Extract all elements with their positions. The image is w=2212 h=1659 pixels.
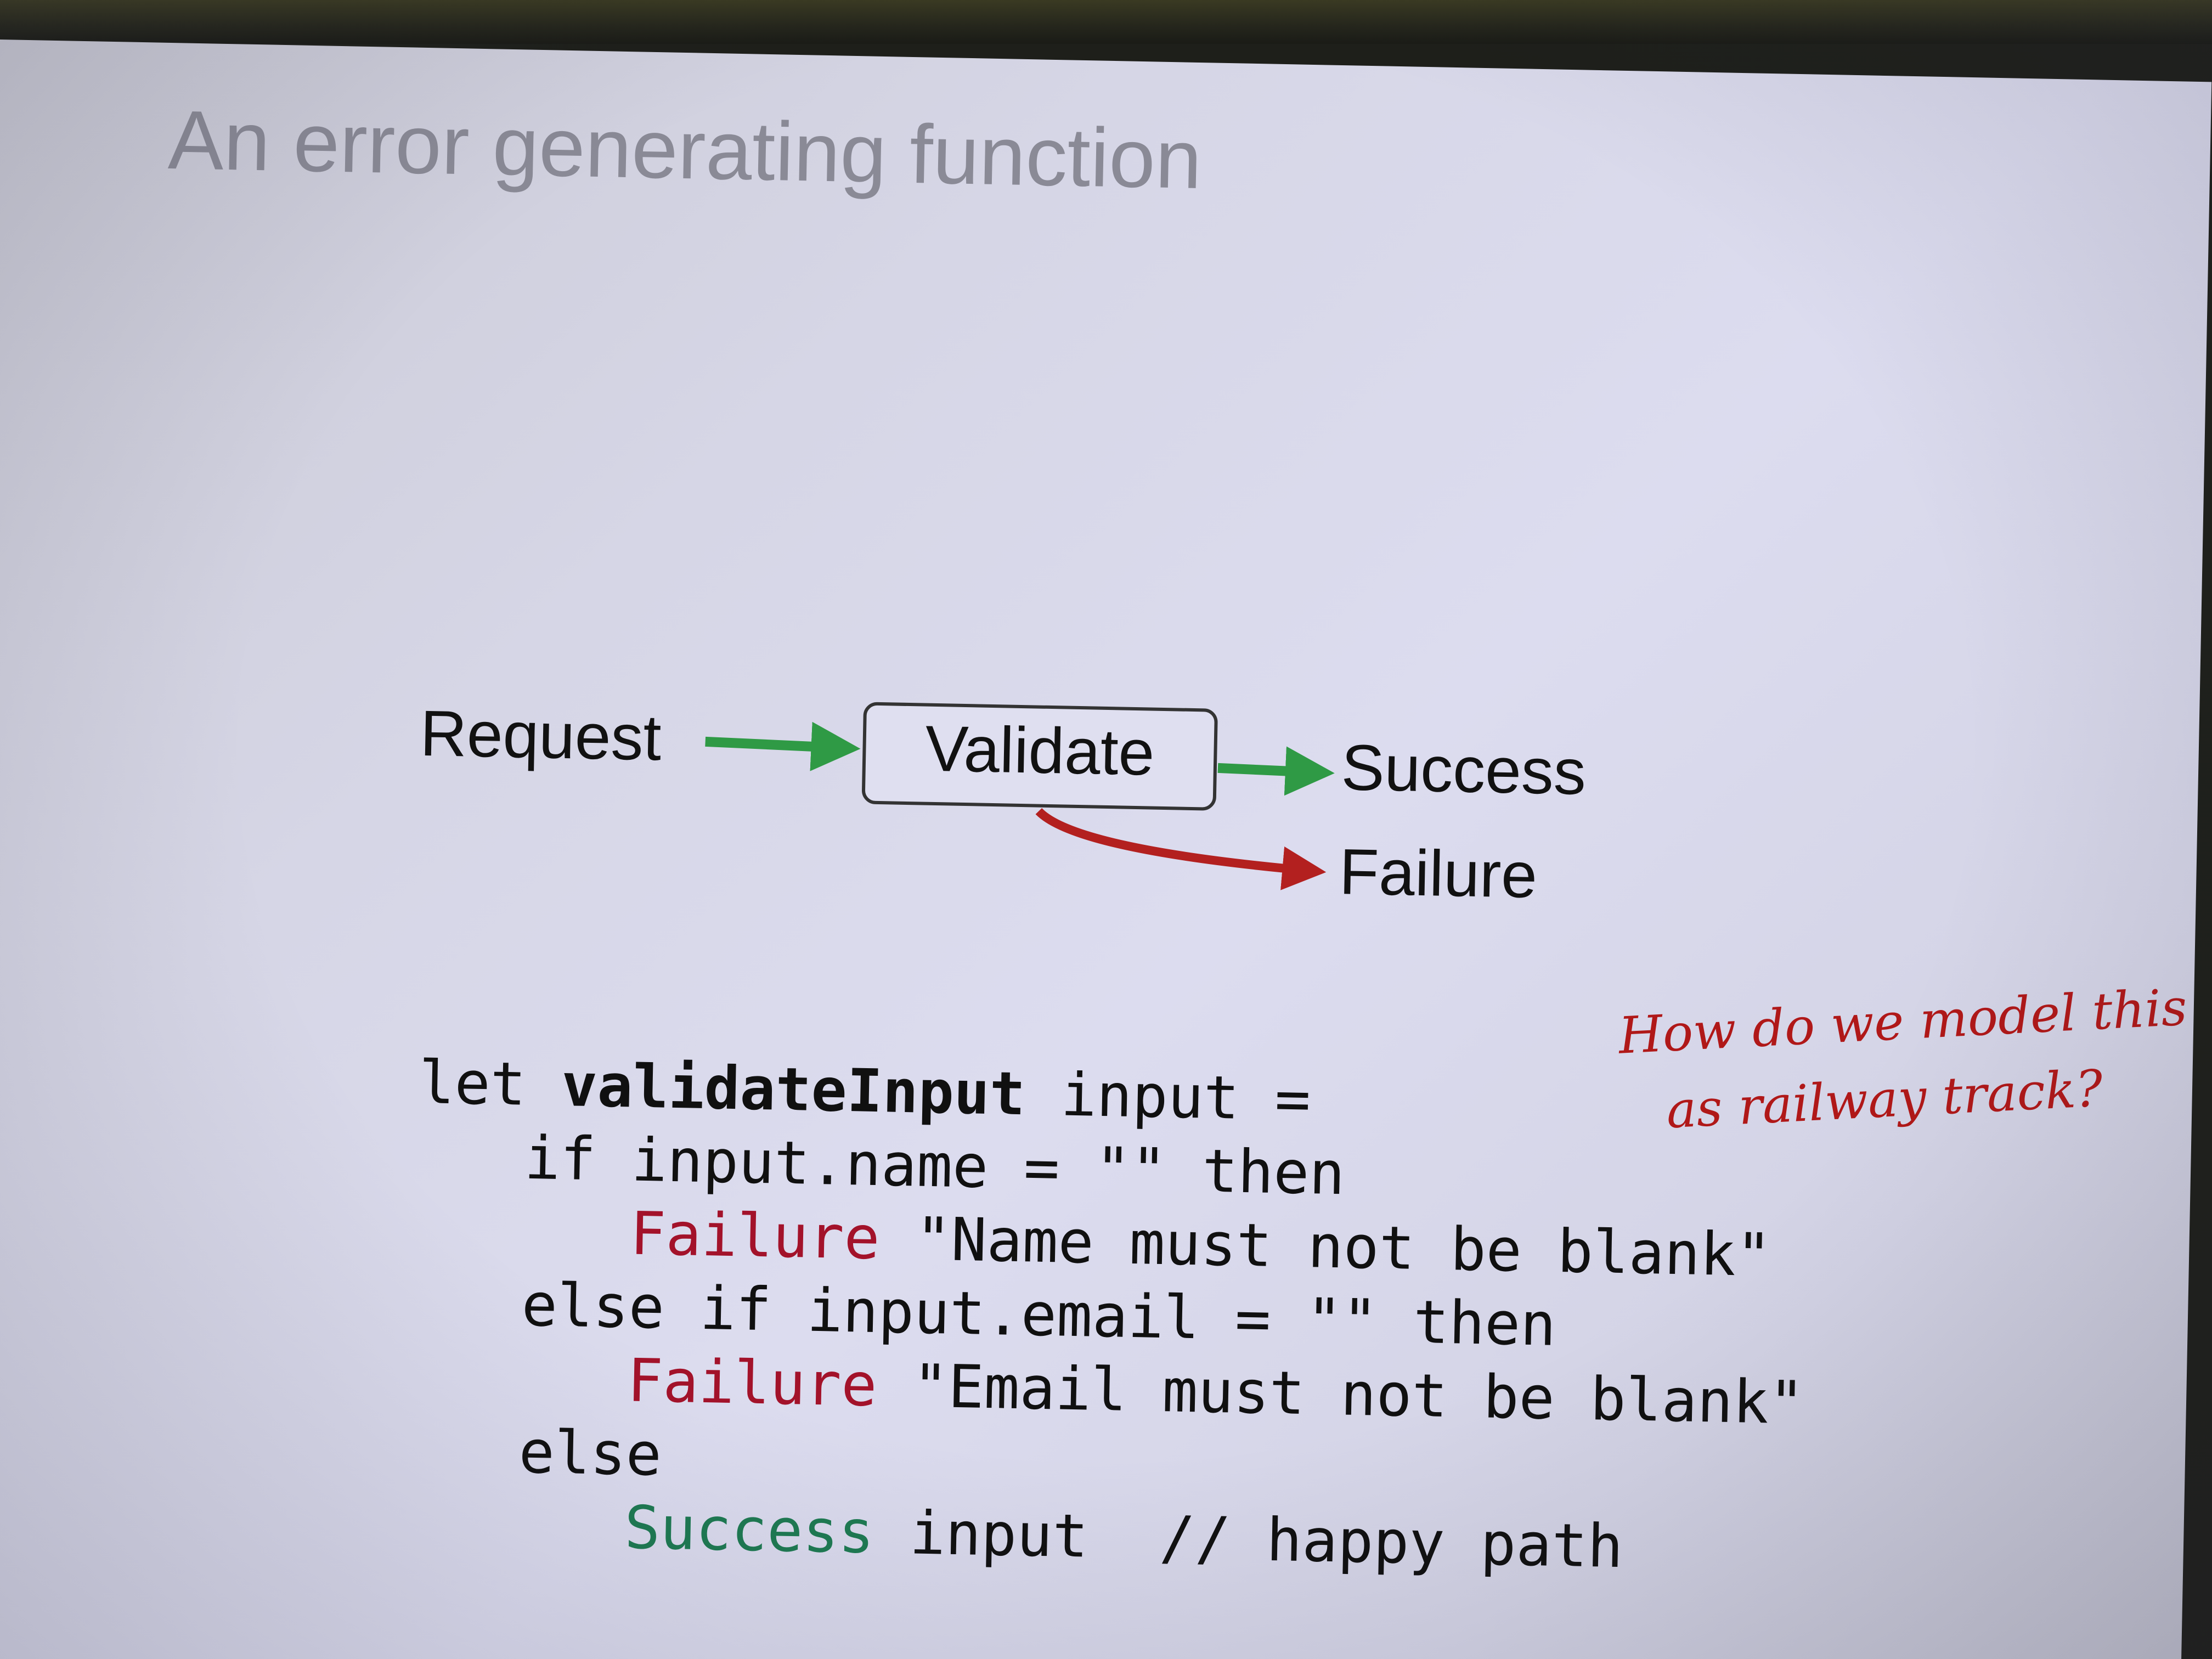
request-to-validate-arrow (705, 721, 861, 771)
code-function-name: validateInput (561, 1051, 1026, 1129)
code-failure-ctor-2: Failure (627, 1346, 878, 1420)
code-line-1-rest: input = (1024, 1060, 1312, 1135)
slide-content: An error generating function Request Val… (0, 40, 2211, 1659)
code-line-3-rest: "Name must not be blank" (879, 1204, 1773, 1290)
code-line-2-text: if input.name = "" then (523, 1124, 1346, 1209)
validate-box (862, 702, 1218, 811)
failure-arrow (1035, 808, 1327, 890)
code-keyword-let: let (418, 1048, 562, 1120)
code-block: let validateInput input = if input.name … (410, 1046, 1810, 1588)
request-label: Request (420, 697, 662, 774)
validation-diagram: Request Validate Success Failure (420, 697, 1587, 912)
code-failure-ctor-1: Failure (629, 1199, 881, 1273)
code-line-5-rest: "Email must not be blank" (876, 1351, 1805, 1438)
validate-label: Validate (924, 713, 1155, 789)
code-line-6-text: else (518, 1418, 663, 1489)
presentation-slide: An error generating function Request Val… (0, 40, 2212, 1659)
code-line-7-rest: input // happy path (873, 1498, 1624, 1582)
success-label: Success (1341, 731, 1587, 809)
monitor-bezel (0, 0, 2212, 44)
success-arrow (1217, 746, 1335, 796)
failure-label: Failure (1339, 836, 1538, 912)
code-success-ctor: Success (624, 1493, 875, 1567)
